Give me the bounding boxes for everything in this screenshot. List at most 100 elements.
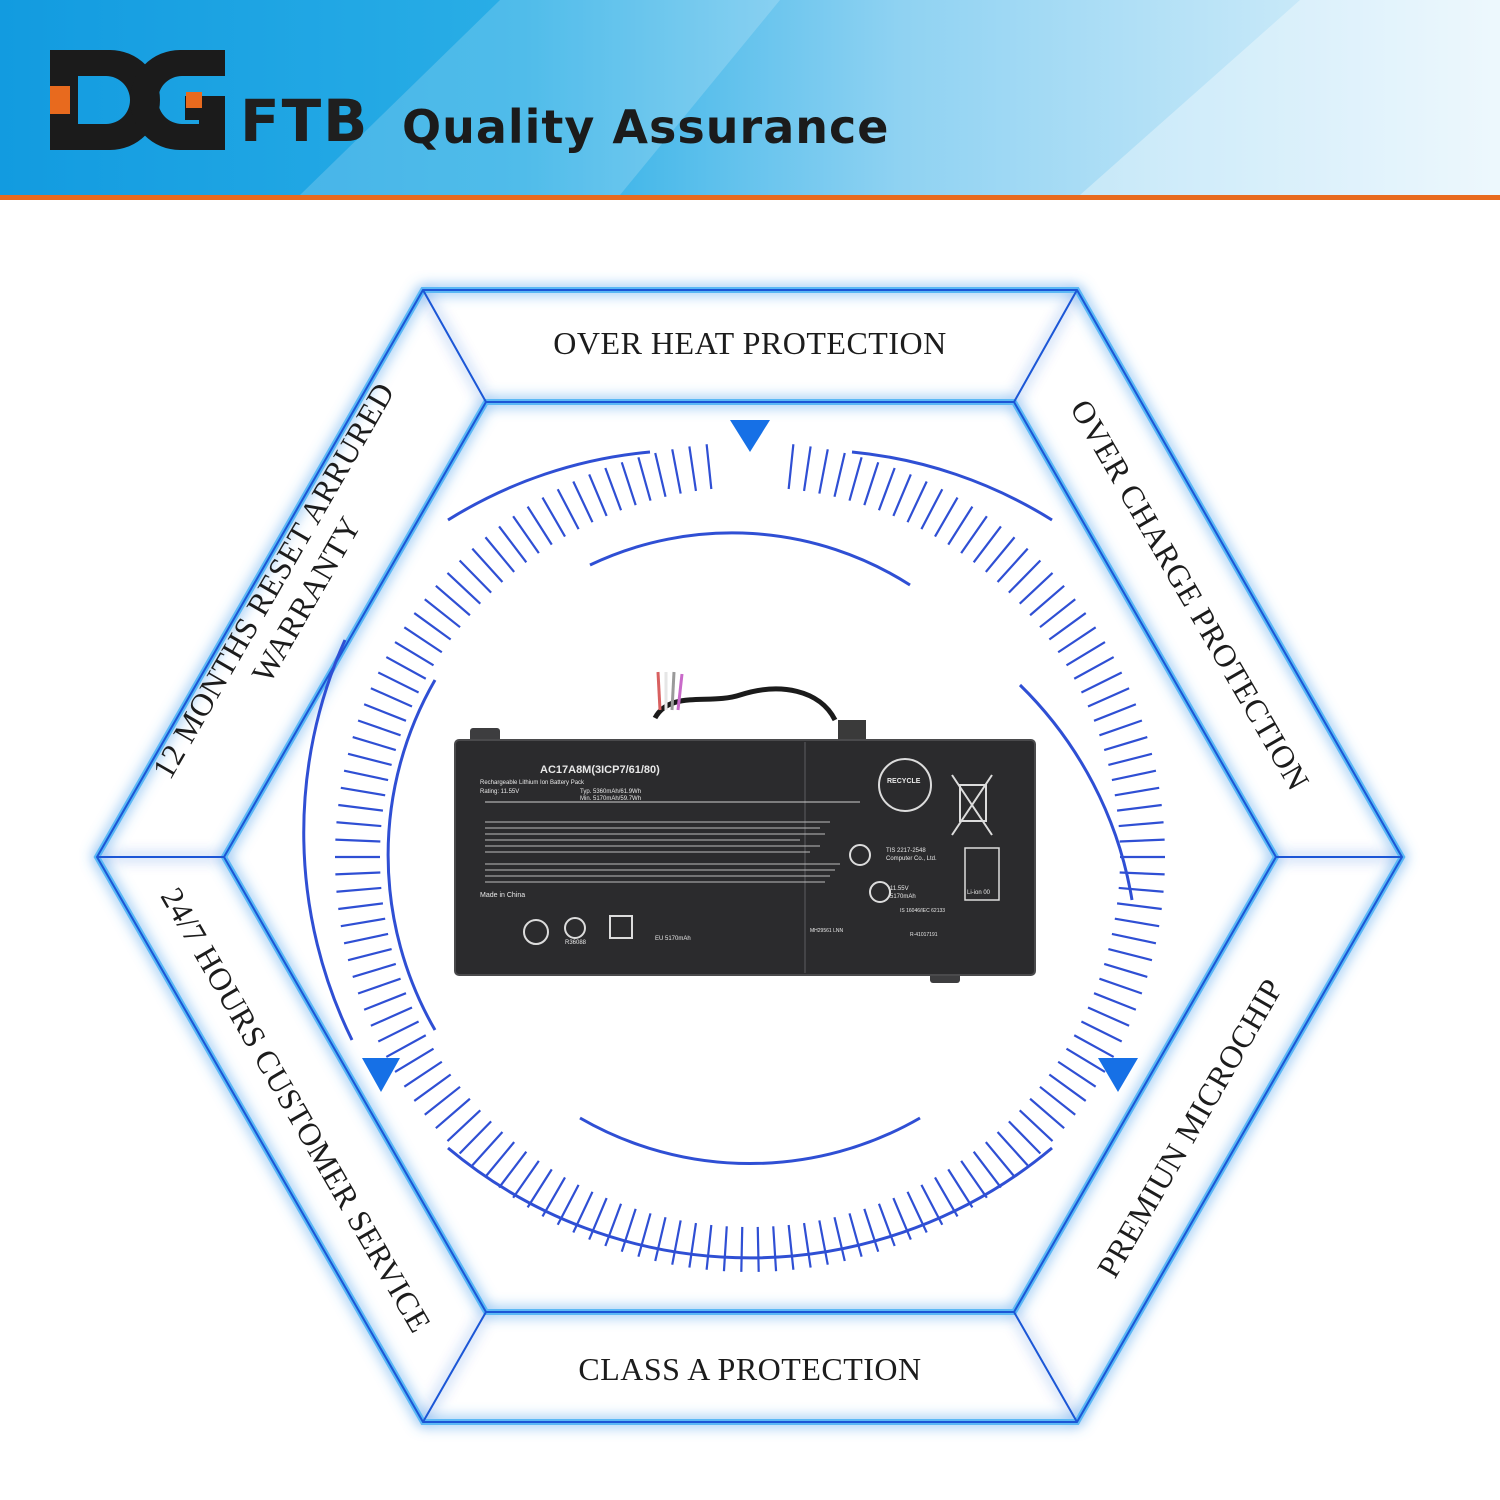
- ring-tick: [892, 1197, 912, 1240]
- ring-tick: [1119, 838, 1165, 843]
- ring-tick: [347, 947, 392, 962]
- ring-tick: [972, 1151, 1002, 1189]
- ring-tick: [787, 444, 795, 490]
- battery-tis: TIS 2217-2548: [886, 848, 926, 854]
- ring-tick: [335, 871, 381, 876]
- ring-tick: [960, 515, 988, 554]
- ring-tick: [1116, 902, 1162, 911]
- ring-tick: [556, 488, 580, 530]
- ring-tick: [848, 1213, 863, 1258]
- battery-rating: Rating: 11.55V: [480, 789, 520, 795]
- ring-tick: [740, 1226, 744, 1272]
- ring-tick: [688, 446, 698, 492]
- ring-tick: [340, 786, 386, 797]
- ring-tick: [818, 1220, 829, 1265]
- ring-tick: [620, 1208, 637, 1253]
- ring-tick: [1048, 1073, 1087, 1102]
- ring-tick: [833, 1216, 846, 1262]
- ring-tick: [484, 1141, 516, 1178]
- ring-tick: [1057, 1060, 1097, 1088]
- arrow-down-left: [362, 1058, 400, 1092]
- ring-tick: [335, 838, 381, 843]
- battery-r-code: R36088: [565, 940, 587, 946]
- battery-r-number: R-41017191: [910, 932, 938, 938]
- tagline: Quality Assurance: [402, 100, 890, 154]
- ring-tick: [1080, 671, 1123, 694]
- ring-tick: [1108, 752, 1153, 767]
- ring-tick: [424, 1085, 461, 1116]
- ring-tick: [541, 497, 566, 538]
- ring-tick: [343, 769, 389, 782]
- ring-tick: [1039, 598, 1076, 629]
- feature-bottom: CLASS A PROTECTION: [578, 1351, 922, 1387]
- ring-tick: [960, 1160, 988, 1199]
- ring-tick: [947, 1168, 974, 1208]
- battery-product-image: AC17A8M(3ICP7/61/80) Rechargeable Lithiu…: [440, 650, 1040, 1000]
- battery-type: Rechargeable Lithium Ion Battery Pack: [480, 780, 585, 786]
- battery-body: [454, 671, 1036, 983]
- battery-iec: IS 16046/IEC 62133: [900, 908, 946, 914]
- ring-tick: [1087, 687, 1130, 708]
- ring-tick: [336, 821, 382, 828]
- ring-tick: [377, 671, 420, 694]
- ring-tick: [588, 1197, 608, 1240]
- ring-tick: [877, 1203, 896, 1247]
- ring-tick: [1099, 719, 1143, 737]
- ring-tick: [340, 917, 386, 928]
- ring-tick: [1029, 584, 1065, 617]
- ring-tick: [705, 444, 713, 490]
- ring-tick: [498, 1151, 528, 1189]
- ring-tick: [1073, 1034, 1115, 1058]
- logo-suffix: FTB: [240, 87, 370, 155]
- ring-tick: [654, 1216, 667, 1262]
- ring-tick: [802, 1222, 812, 1268]
- ring-tick: [1103, 735, 1148, 752]
- ring-tick: [620, 461, 637, 506]
- ring-tick: [1065, 641, 1106, 667]
- ring-tick: [756, 1226, 760, 1272]
- ring-tick: [338, 902, 384, 911]
- ring-tick: [370, 687, 413, 708]
- ring-tick: [906, 481, 928, 523]
- ring-tick: [484, 536, 516, 573]
- hexagon-frame: [93, 287, 1406, 1425]
- ring-tick: [996, 547, 1029, 583]
- ring-tick: [947, 506, 974, 546]
- ring-tick: [1116, 803, 1162, 812]
- battery-ul: MH29561 LNN: [810, 928, 844, 934]
- battery-company: Computer Co., Ltd.: [886, 856, 937, 862]
- ring-tick: [512, 515, 540, 554]
- ring-tick: [363, 703, 407, 722]
- ring-tick: [357, 977, 401, 995]
- arrow-down-right: [1098, 1058, 1138, 1092]
- ring-tick: [343, 932, 389, 945]
- ring-tick: [705, 1224, 713, 1270]
- ring-tick: [394, 641, 435, 667]
- battery-eu: EU 5170mAh: [655, 936, 691, 942]
- ring-tick: [848, 456, 863, 501]
- ring-tick: [863, 461, 880, 506]
- ring-tick: [1103, 962, 1148, 979]
- ring-tick: [352, 962, 397, 979]
- ring-tick: [1048, 612, 1087, 641]
- ring-tick: [357, 719, 401, 737]
- ring-tick: [1080, 1020, 1123, 1043]
- ring-tick: [588, 474, 608, 517]
- battery-capacity: Typ. 5360mAh/61.9Wh: [580, 789, 642, 795]
- ring-tick: [1093, 703, 1137, 722]
- ring-tick: [498, 525, 528, 563]
- ring-tick: [512, 1160, 540, 1199]
- ring-tick: [458, 559, 492, 594]
- ring-tick: [413, 1073, 452, 1102]
- ring-tick: [604, 1203, 623, 1247]
- ring-tick: [471, 547, 504, 583]
- ring-tick: [1093, 992, 1137, 1011]
- ring-tick: [526, 1168, 553, 1208]
- ring-tick: [787, 1224, 795, 1270]
- ring-tick: [1073, 656, 1115, 680]
- ring-tick: [833, 452, 846, 498]
- ring-tick: [446, 572, 482, 605]
- ring-tick: [526, 506, 553, 546]
- ring-tick: [920, 488, 944, 530]
- ring-tick: [347, 752, 392, 767]
